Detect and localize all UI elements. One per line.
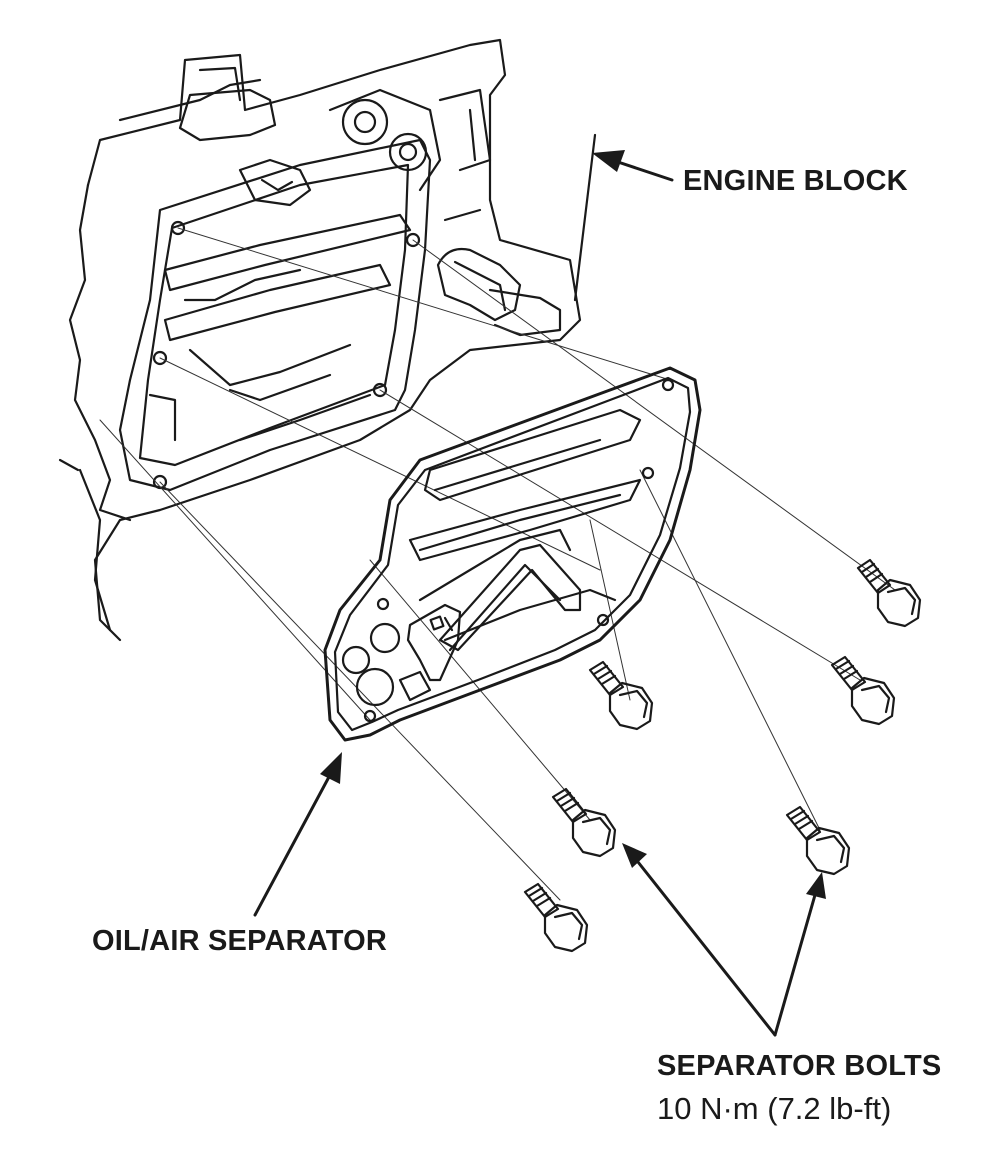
torque-spec-label: 10 N·m (7.2 lb-ft) (657, 1091, 892, 1126)
separator-bolts-label: SEPARATOR BOLTS (657, 1050, 942, 1082)
bolt-1 (856, 558, 922, 628)
oil-air-separator-arrowhead (320, 752, 342, 784)
bolt-5 (551, 787, 617, 858)
bolts-leader-left (636, 860, 777, 1037)
leader-arrows (253, 133, 826, 1037)
bolt-4 (785, 805, 851, 876)
bolt-6 (523, 882, 589, 953)
oil-air-separator-label: OIL/AIR SEPARATOR (92, 925, 388, 957)
separator-bolts (523, 558, 922, 953)
bolt-2 (830, 655, 896, 726)
alignment-lines (99, 227, 896, 901)
engine-block-leader (610, 158, 674, 182)
bolts-arrowhead-right (806, 872, 826, 899)
oil-air-separator-leader (253, 773, 332, 917)
bolt-3 (588, 660, 654, 731)
bolts-arrowhead-left (622, 843, 647, 868)
engine-block-drawing (58, 38, 582, 642)
engine-block-arrowhead (592, 150, 625, 172)
engine-block-label: ENGINE BLOCK (683, 165, 908, 197)
oil-air-separator-plate (323, 366, 702, 742)
bolts-leader-right (773, 893, 817, 1037)
